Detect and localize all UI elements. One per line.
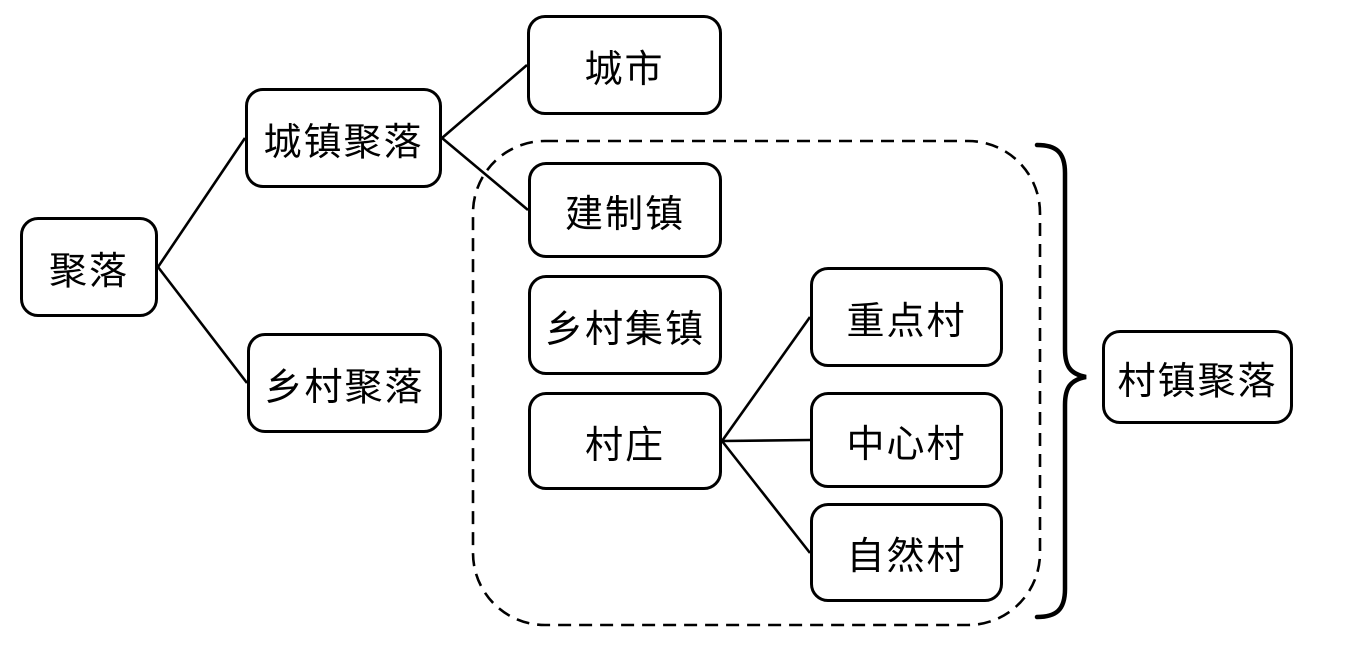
- edge-urban-city: [441, 64, 528, 139]
- node-natural-village: 自然村: [810, 503, 1003, 602]
- node-designated-town: 建制镇: [528, 162, 722, 258]
- node-village-town-settlement: 村镇聚落: [1102, 330, 1293, 424]
- node-designated-town-label: 建制镇: [564, 193, 685, 236]
- node-urban-settlement: 城镇聚落: [245, 88, 442, 188]
- node-urban-settlement-label: 城镇聚落: [263, 121, 424, 164]
- brace: [1034, 142, 1087, 620]
- edge-root-rural: [156, 266, 249, 384]
- node-rural-settlement-label: 乡村聚落: [264, 366, 425, 409]
- edge-urban-town: [441, 137, 529, 211]
- dashed-group-outline: [471, 139, 1042, 627]
- node-rural-market-town: 乡村集镇: [528, 275, 722, 375]
- node-settlement: 聚落: [20, 217, 158, 317]
- node-key-village: 重点村: [810, 267, 1003, 367]
- node-rural-market-town-label: 乡村集镇: [544, 308, 705, 351]
- node-key-village-label: 重点村: [846, 300, 967, 343]
- node-settlement-label: 聚落: [48, 250, 129, 293]
- node-city-label: 城市: [584, 48, 665, 91]
- node-rural-settlement: 乡村聚落: [247, 333, 442, 433]
- node-natural-village-label: 自然村: [846, 536, 967, 578]
- edge-root-urban: [156, 137, 247, 268]
- edge-village-key: [720, 316, 812, 442]
- node-village: 村庄: [528, 392, 722, 490]
- node-city: 城市: [527, 15, 722, 115]
- node-central-village: 中心村: [810, 392, 1003, 488]
- node-village-town-settlement-label: 村镇聚落: [1117, 360, 1278, 403]
- node-central-village-label: 中心村: [846, 423, 967, 466]
- node-village-label: 村庄: [584, 424, 665, 467]
- edge-village-central: [721, 438, 811, 443]
- edge-village-natural: [720, 440, 812, 554]
